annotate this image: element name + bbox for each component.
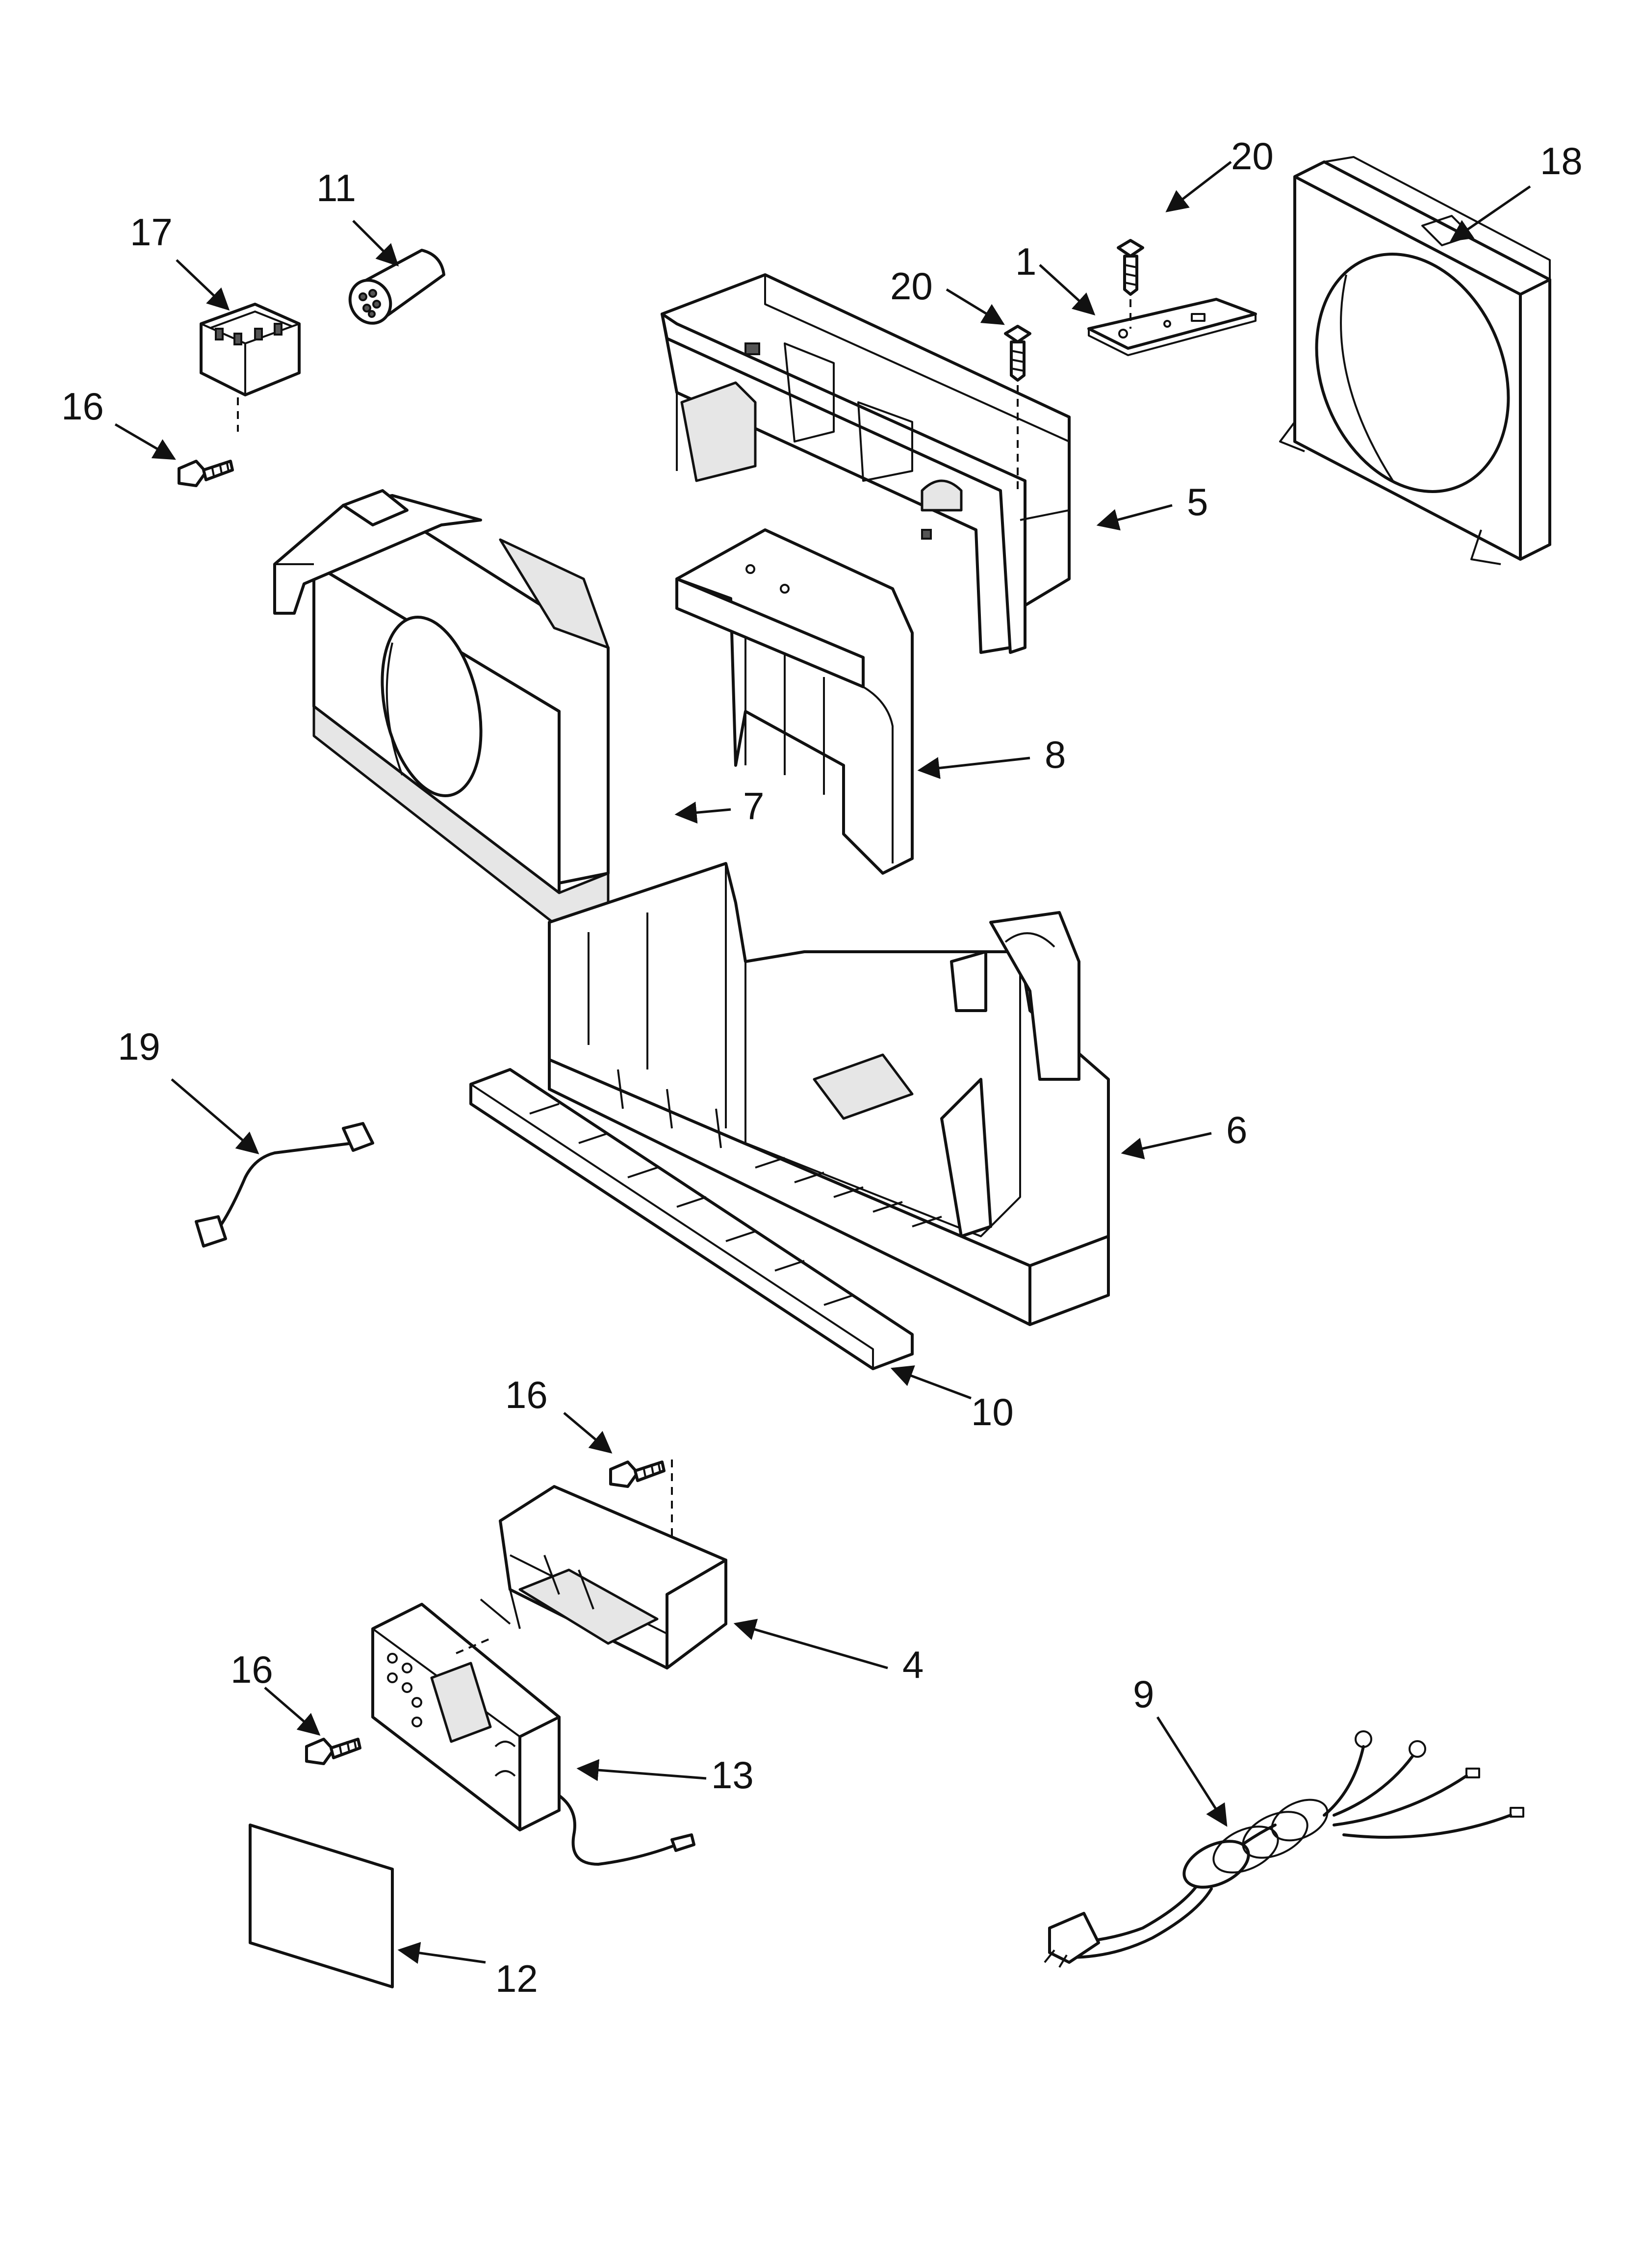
part-19-sensor-wire [195, 1122, 374, 1248]
callout-13: 13 [711, 1753, 754, 1797]
callout-16-top: 16 [61, 385, 104, 428]
part-5-control-box [661, 273, 1071, 654]
part-7-fan-shroud [273, 489, 610, 929]
callout-20-lower: 20 [890, 264, 933, 308]
part-16-screw-top [178, 460, 234, 487]
callout-labels: 20 18 1 20 11 17 16 5 8 7 19 6 10 16 4 1… [61, 134, 1583, 2000]
part-18-fan-orifice [1279, 156, 1551, 565]
part-17-relay [200, 303, 301, 432]
part-9-power-cord [1044, 1730, 1524, 1968]
callout-18: 18 [1540, 139, 1583, 182]
leader-lines [114, 161, 1531, 1964]
part-8-air-duct [675, 528, 914, 875]
callout-12: 12 [495, 1957, 538, 2000]
part-16-screw-lower [305, 1738, 361, 1765]
callout-19: 19 [118, 1025, 160, 1068]
callout-6: 6 [1226, 1108, 1247, 1151]
part-13-control-panel [371, 1598, 695, 1866]
callout-5: 5 [1187, 480, 1208, 523]
part-11-capacitor [348, 249, 445, 325]
part-10-grille-strip [469, 1068, 914, 1370]
part-6-base-pan [548, 862, 1110, 1326]
callout-16-middle: 16 [505, 1373, 548, 1416]
callout-7: 7 [743, 784, 764, 828]
callout-1: 1 [1015, 240, 1036, 283]
callout-9: 9 [1133, 1672, 1154, 1716]
part-20-screw-upper [1117, 239, 1144, 329]
callout-8: 8 [1045, 733, 1066, 776]
callout-11: 11 [316, 166, 356, 209]
part-12-label-sheet [249, 1824, 394, 1988]
part-1-bracket-plate [1087, 298, 1257, 356]
part-20-screw-lower [1004, 325, 1031, 491]
callout-17: 17 [130, 210, 173, 254]
callout-20-upper: 20 [1231, 134, 1274, 178]
callout-4: 4 [902, 1643, 924, 1686]
callout-10: 10 [971, 1390, 1014, 1434]
part-4-control-housing [499, 1485, 727, 1669]
callout-16-lower: 16 [231, 1648, 273, 1691]
